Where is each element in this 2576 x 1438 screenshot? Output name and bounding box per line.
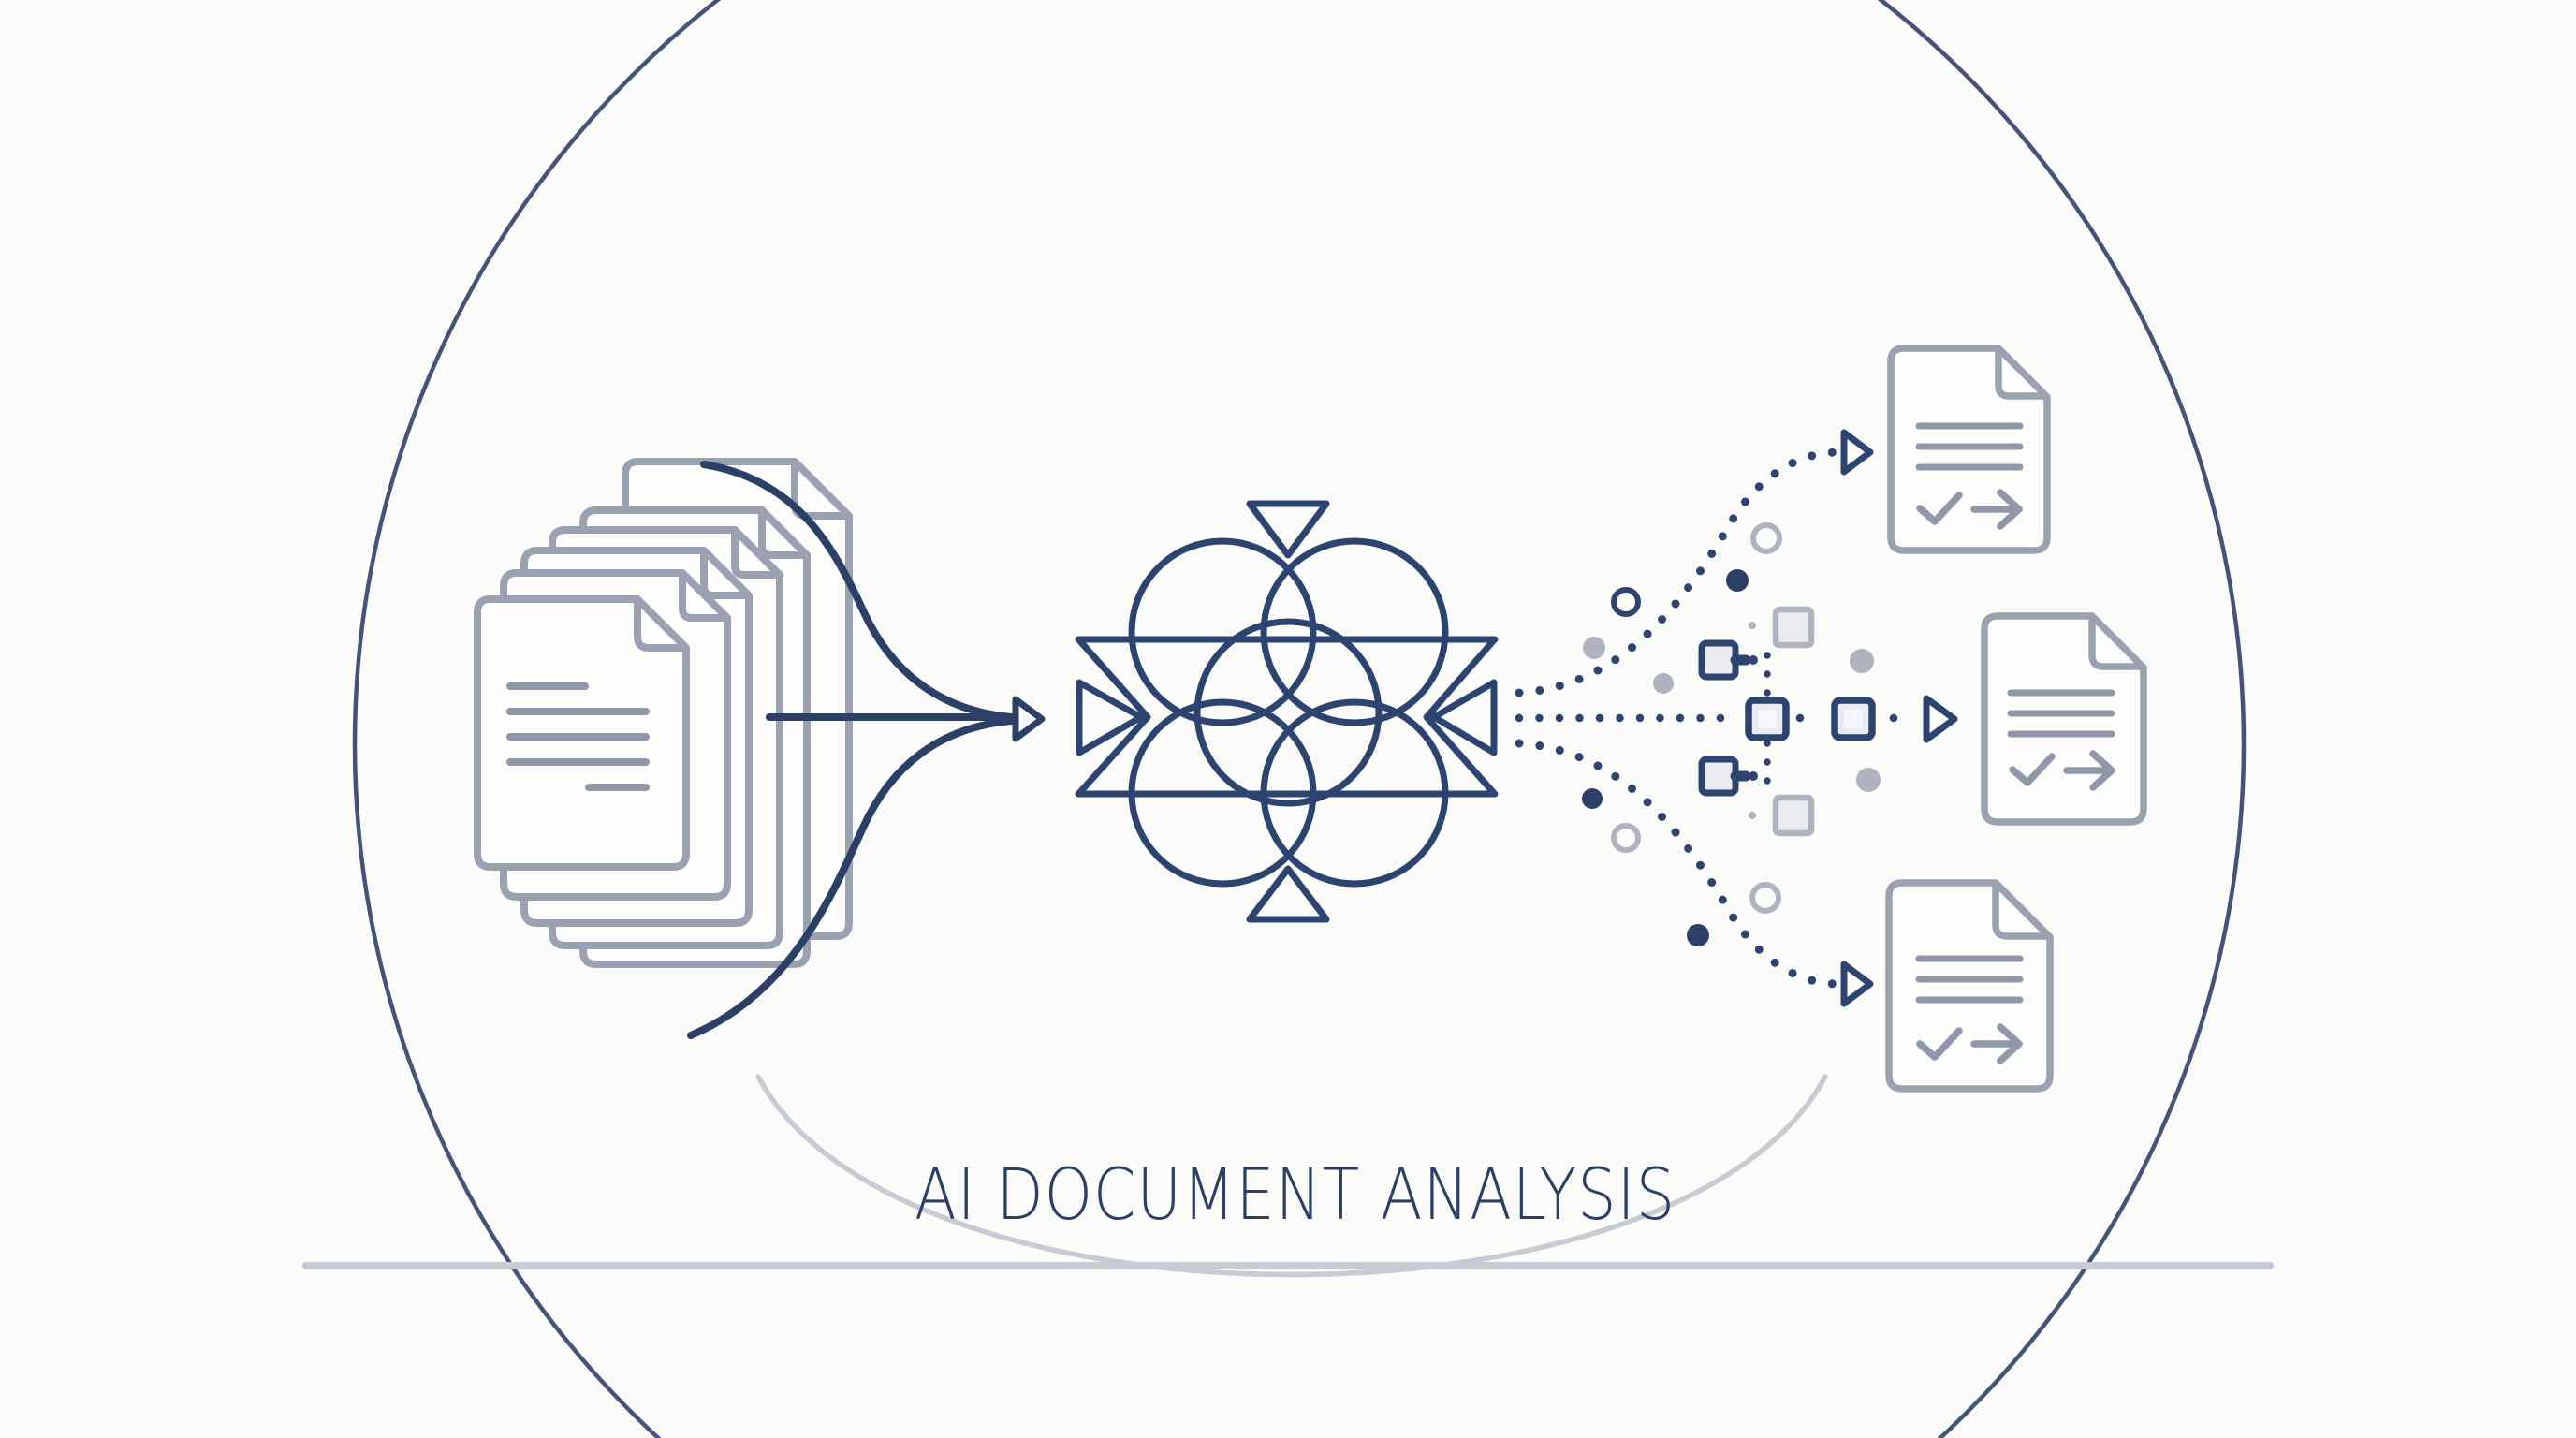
- gray-ring: [1611, 823, 1641, 853]
- doc-text-lines: [2007, 689, 2115, 738]
- node-squares: [1698, 606, 1876, 837]
- navy-ring: [1611, 587, 1641, 617]
- doc-text-lines: [1915, 422, 2024, 471]
- dotted-path-top: [1515, 448, 1841, 697]
- node-square-2: [1831, 697, 1876, 741]
- navy-dot: [1726, 569, 1749, 592]
- doc-text-lines: [1915, 955, 2024, 1004]
- core-circle-top-left: [1128, 537, 1317, 726]
- core-triangle-top: [1246, 500, 1330, 559]
- gray-square-bottom: [1772, 794, 1815, 837]
- gray-dot: [1653, 673, 1674, 694]
- fan-out-paths: [1515, 429, 1958, 1007]
- document-stack-icon: [474, 458, 853, 968]
- funnel-arrowhead-icon: [1012, 696, 1046, 742]
- core-left-inner-triangle: [1076, 679, 1145, 756]
- funnel-bottom-curve: [687, 717, 1015, 1039]
- core-left-outer-triangle: [1076, 638, 1151, 796]
- core-circle-center: [1193, 618, 1383, 807]
- gray-ring: [1749, 882, 1781, 914]
- arrow-right-icon: [1970, 489, 2023, 530]
- dotted-path-bottom: [1515, 739, 1841, 989]
- plug-dot: [1749, 655, 1758, 665]
- boundary-circle: [353, 0, 2246, 1438]
- output-document-icon-middle: [1981, 612, 2147, 826]
- node-square-1: [1745, 697, 1790, 741]
- gray-square-top: [1772, 606, 1815, 649]
- plug-square-top: [1698, 639, 1758, 681]
- arrowhead-middle-icon: [1923, 695, 1958, 743]
- gray-dot: [1850, 649, 1874, 673]
- page-title: AI DOCUMENT ANALYSIS: [915, 1152, 1676, 1236]
- ai-core-icon: [1075, 500, 1499, 923]
- plug-dot: [1749, 771, 1758, 781]
- stack-page-front: [474, 595, 690, 871]
- core-right-outer-triangle: [1423, 638, 1497, 796]
- checkmark-icon: [2009, 753, 2056, 786]
- navy-dot: [1582, 788, 1603, 809]
- arrow-right-icon: [2063, 750, 2115, 791]
- navy-dot: [1687, 924, 1709, 946]
- gray-dot-small: [1749, 812, 1756, 819]
- arrow-right-icon: [1970, 1023, 2023, 1064]
- scatter-dots: [1582, 522, 1881, 946]
- arrowhead-bottom-icon: [1840, 961, 1874, 1007]
- output-document-icon-bottom: [1885, 879, 2054, 1093]
- core-triangle-bottom: [1246, 865, 1330, 923]
- core-circle-top-right: [1260, 537, 1449, 726]
- plug-square-bottom: [1698, 756, 1758, 797]
- front-page-text-lines: [506, 682, 650, 791]
- gray-dot: [1583, 637, 1605, 659]
- gray-dot-small: [1749, 622, 1756, 629]
- funnel-top-curve: [700, 461, 1015, 721]
- smile-arc: [755, 1074, 1828, 1278]
- checkmark-icon: [1916, 1027, 1963, 1061]
- funnel-arrow-icon: [687, 461, 1046, 1039]
- core-right-inner-triangle: [1430, 679, 1498, 756]
- output-document-icon-top: [1887, 345, 2051, 554]
- arrowhead-top-icon: [1840, 429, 1874, 476]
- gray-ring: [1750, 522, 1782, 554]
- checkmark-icon: [1916, 492, 1963, 525]
- gray-dot: [1856, 768, 1881, 792]
